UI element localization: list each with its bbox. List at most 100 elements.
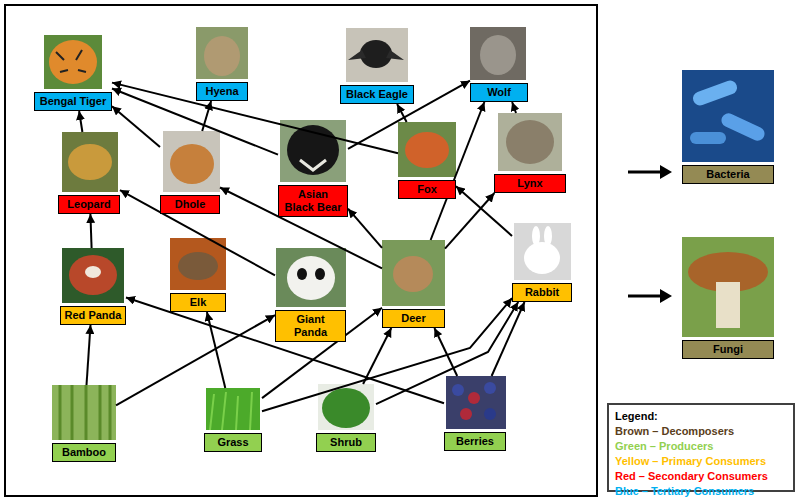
organism-name: Dhole xyxy=(175,198,206,210)
level-label-box: Berries xyxy=(444,432,506,451)
organism-node: Wolf xyxy=(470,27,528,102)
organism-name: Rabbit xyxy=(525,286,559,298)
organism-node: Fox xyxy=(398,122,456,199)
decomposer-photos xyxy=(682,70,774,337)
organism-name: Wolf xyxy=(487,86,511,98)
legend-heading: Legend: xyxy=(615,409,787,424)
organism-node: Leopard xyxy=(58,132,120,214)
organism-node: Bengal Tiger xyxy=(34,35,112,111)
organism-name: Bamboo xyxy=(62,446,106,458)
animal-photos xyxy=(44,27,571,307)
energy-flow-arrow xyxy=(202,101,211,131)
level-label-box: Hyena xyxy=(196,82,248,101)
organism-node: Dhole xyxy=(160,131,220,214)
organism-node: Grass xyxy=(204,388,262,452)
organism-node: Red Panda xyxy=(60,248,126,325)
legend-row: Green – Producers xyxy=(615,439,787,454)
energy-flow-arrow xyxy=(492,302,525,376)
legend-color-sample: Green – Producers xyxy=(615,440,713,452)
legend-row: Red – Secondary Consumers xyxy=(615,469,787,484)
legend-row: Yellow – Primary Consumers xyxy=(615,454,787,469)
organism-name: Asian Black Bear xyxy=(285,188,342,213)
food-web-frame xyxy=(5,5,597,496)
organism-name: Shrub xyxy=(330,436,362,448)
level-label-box: Lynx xyxy=(494,174,566,193)
legend-color-sample: Yellow – Primary Consumers xyxy=(615,455,766,467)
legend-row: Brown – Decomposers xyxy=(615,424,787,439)
decomposer-arrows xyxy=(628,165,672,303)
organism-node: Berries xyxy=(444,376,506,451)
energy-flow-arrow xyxy=(207,312,225,388)
organism-name: Grass xyxy=(217,436,248,448)
level-label-box: Grass xyxy=(204,433,262,452)
level-label-box: Red Panda xyxy=(60,306,126,325)
organism-node: Rabbit xyxy=(512,223,572,302)
legend-text: Brown – Decomposers xyxy=(615,425,734,437)
energy-flow-arrow xyxy=(220,188,382,269)
energy-flow-arrow xyxy=(456,186,512,236)
organism-node: Shrub xyxy=(316,384,376,452)
organism-node: Black Eagle xyxy=(340,28,414,104)
organism-node: Hyena xyxy=(196,27,248,101)
organism-name: Bacteria xyxy=(706,168,749,180)
level-label-box: Giant Panda xyxy=(275,310,346,342)
level-label-box: Wolf xyxy=(470,83,528,102)
level-label-box: Dhole xyxy=(160,195,220,214)
energy-flow-arrow xyxy=(348,209,382,248)
energy-flow-arrow xyxy=(116,315,275,405)
organism-name: Leopard xyxy=(67,198,110,210)
energy-flow-arrow xyxy=(90,214,91,248)
organism-node: Elk xyxy=(170,238,226,312)
level-label-box: Fox xyxy=(398,180,456,199)
level-label-box: Elk xyxy=(170,293,226,312)
energy-flow-arrow xyxy=(126,298,444,404)
legend-text: Yellow – Primary Consumers xyxy=(615,455,766,467)
legend-text: Green – Producers xyxy=(615,440,713,452)
organism-node: Fungi xyxy=(682,237,774,359)
energy-flow-arrow xyxy=(512,102,516,113)
energy-flow-arrow xyxy=(431,102,485,240)
organism-name: Bengal Tiger xyxy=(40,95,106,107)
level-label-box: Bengal Tiger xyxy=(34,92,112,111)
level-label-box: Fungi xyxy=(682,340,774,359)
organism-name: Giant Panda xyxy=(294,313,327,338)
organism-name: Lynx xyxy=(517,177,542,189)
energy-flow-arrow xyxy=(112,89,278,155)
level-label-box: Asian Black Bear xyxy=(278,185,348,217)
legend-box: Legend:Brown – DecomposersGreen – Produc… xyxy=(607,403,795,492)
level-label-box: Deer xyxy=(382,309,445,328)
organism-node: Lynx xyxy=(494,113,566,193)
organism-name: Fox xyxy=(417,183,437,195)
organism-node: Giant Panda xyxy=(275,248,346,342)
level-label-box: Bamboo xyxy=(52,443,116,462)
energy-flow-arrow xyxy=(79,111,82,132)
organism-name: Berries xyxy=(456,435,494,447)
organism-name: Fungi xyxy=(713,343,743,355)
level-label-box: Black Eagle xyxy=(340,85,414,104)
organism-name: Hyena xyxy=(205,85,238,97)
level-label-box: Leopard xyxy=(58,195,120,214)
energy-flow-arrow xyxy=(87,325,91,385)
energy-flow-arrow xyxy=(112,106,160,147)
organism-name: Black Eagle xyxy=(346,88,408,100)
legend-color-sample: Brown – Decomposers xyxy=(615,425,734,437)
organism-node: Bamboo xyxy=(52,385,116,462)
level-label-box: Bacteria xyxy=(682,165,774,184)
level-label-box: Shrub xyxy=(316,433,376,452)
legend-color-sample: Red – Secondary Consumers xyxy=(615,470,768,482)
legend-text: Red – Secondary Consumers xyxy=(615,470,768,482)
energy-flow-arrow xyxy=(376,302,518,404)
organism-name: Elk xyxy=(190,296,207,308)
organism-node: Deer xyxy=(382,240,445,328)
organism-name: Deer xyxy=(401,312,425,324)
organism-node: Asian Black Bear xyxy=(278,120,348,217)
organism-node: Bacteria xyxy=(682,70,774,184)
energy-flow-arrow xyxy=(262,298,512,411)
legend-color-sample: Blue – Tertiary Consumers xyxy=(615,485,754,497)
organism-name: Red Panda xyxy=(65,309,122,321)
legend-row: Blue – Tertiary Consumers xyxy=(615,484,787,499)
legend-text: Blue – Tertiary Consumers xyxy=(615,485,754,497)
energy-flow-arrow xyxy=(445,193,494,249)
level-label-box: Rabbit xyxy=(512,283,572,302)
